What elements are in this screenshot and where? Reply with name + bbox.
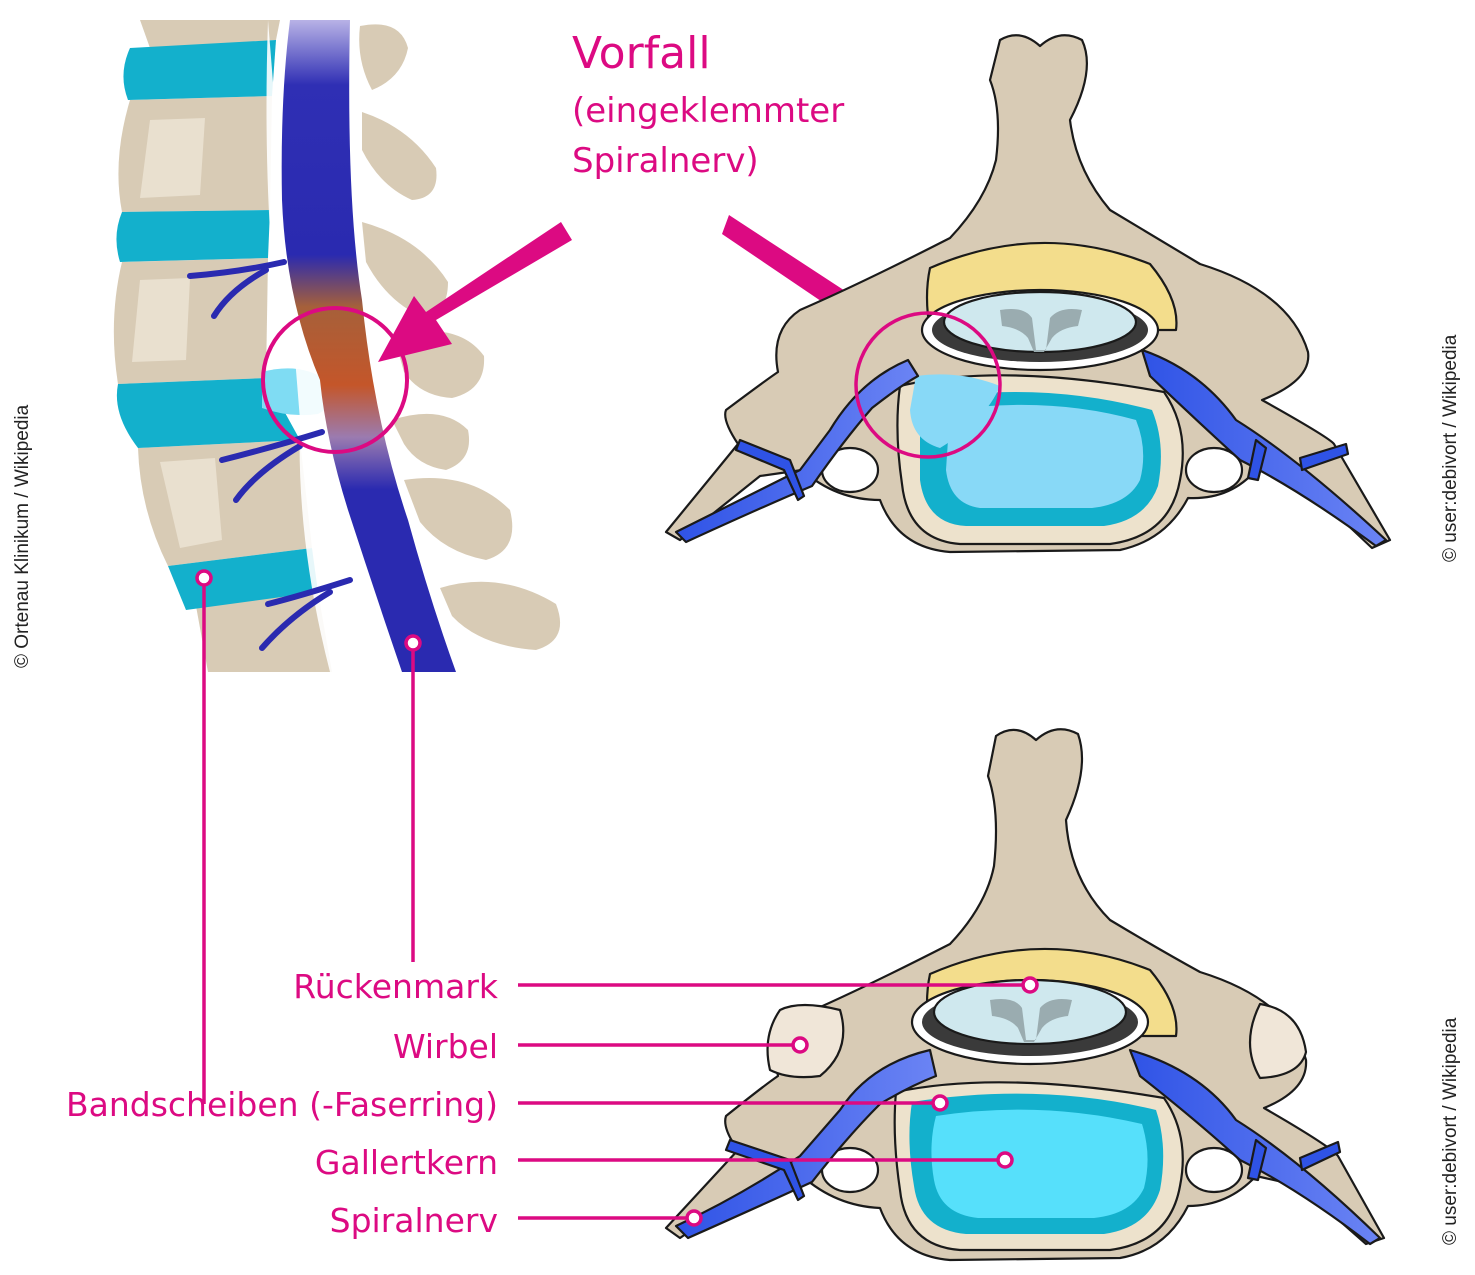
label-bandscheiben: Bandscheiben (-Faserring)	[66, 1085, 498, 1124]
heading-line-2: Spiralnerv)	[572, 141, 759, 181]
heading-line-1: (eingeklemmter	[572, 91, 844, 131]
arrow-left	[378, 222, 572, 362]
leader-lines	[202, 578, 1030, 1220]
spine-side-view	[70, 20, 590, 675]
label-gallertkern: Gallertkern	[315, 1143, 498, 1182]
vertebra-axial-herniated	[664, 34, 1392, 554]
credit-right-bottom: © user:debivort / Wikipedia	[1440, 1017, 1461, 1245]
herniation-circle-side	[261, 306, 409, 454]
leader-markers	[195, 569, 1039, 1227]
label-spiralnerv: Spiralnerv	[330, 1201, 498, 1240]
intervertebral-discs	[116, 40, 318, 610]
credit-right-top: © user:debivort / Wikipedia	[1440, 334, 1461, 562]
nerve-roots	[187, 259, 353, 651]
credit-left: © Ortenau Klinikum / Wikipedia	[12, 404, 33, 668]
vertebra-highlights	[132, 118, 222, 548]
label-rueckenmark: Rückenmark	[293, 967, 499, 1006]
heading-title: Vorfall	[572, 28, 711, 79]
spinal-cord-side	[281, 20, 456, 672]
herniation-circle-axial	[854, 311, 1002, 459]
vertebra-axial-normal	[664, 728, 1386, 1262]
label-wirbel: Wirbel	[393, 1027, 498, 1066]
